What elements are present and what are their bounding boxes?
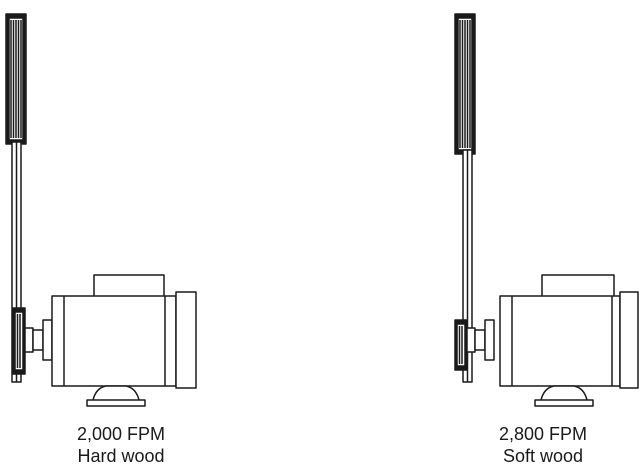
upper-pulley-right	[454, 13, 476, 155]
drive-assembly-left	[5, 13, 197, 407]
drive-assembly-right	[454, 13, 639, 407]
lower-pulley-left	[12, 307, 53, 375]
upper-pulley-left	[5, 13, 27, 145]
caption-right: 2,800 FPM Soft wood	[473, 423, 613, 467]
speed-label-left: 2,000 FPM	[76, 424, 166, 444]
caption-left: 2,000 FPM Hard wood	[51, 423, 191, 467]
lower-pulley-right	[454, 319, 495, 371]
motor-left	[51, 274, 197, 407]
motor-right	[499, 274, 639, 407]
speed-label-right: 2,800 FPM	[498, 424, 588, 444]
material-label-left: Hard wood	[77, 446, 165, 466]
material-label-right: Soft wood	[502, 446, 584, 466]
